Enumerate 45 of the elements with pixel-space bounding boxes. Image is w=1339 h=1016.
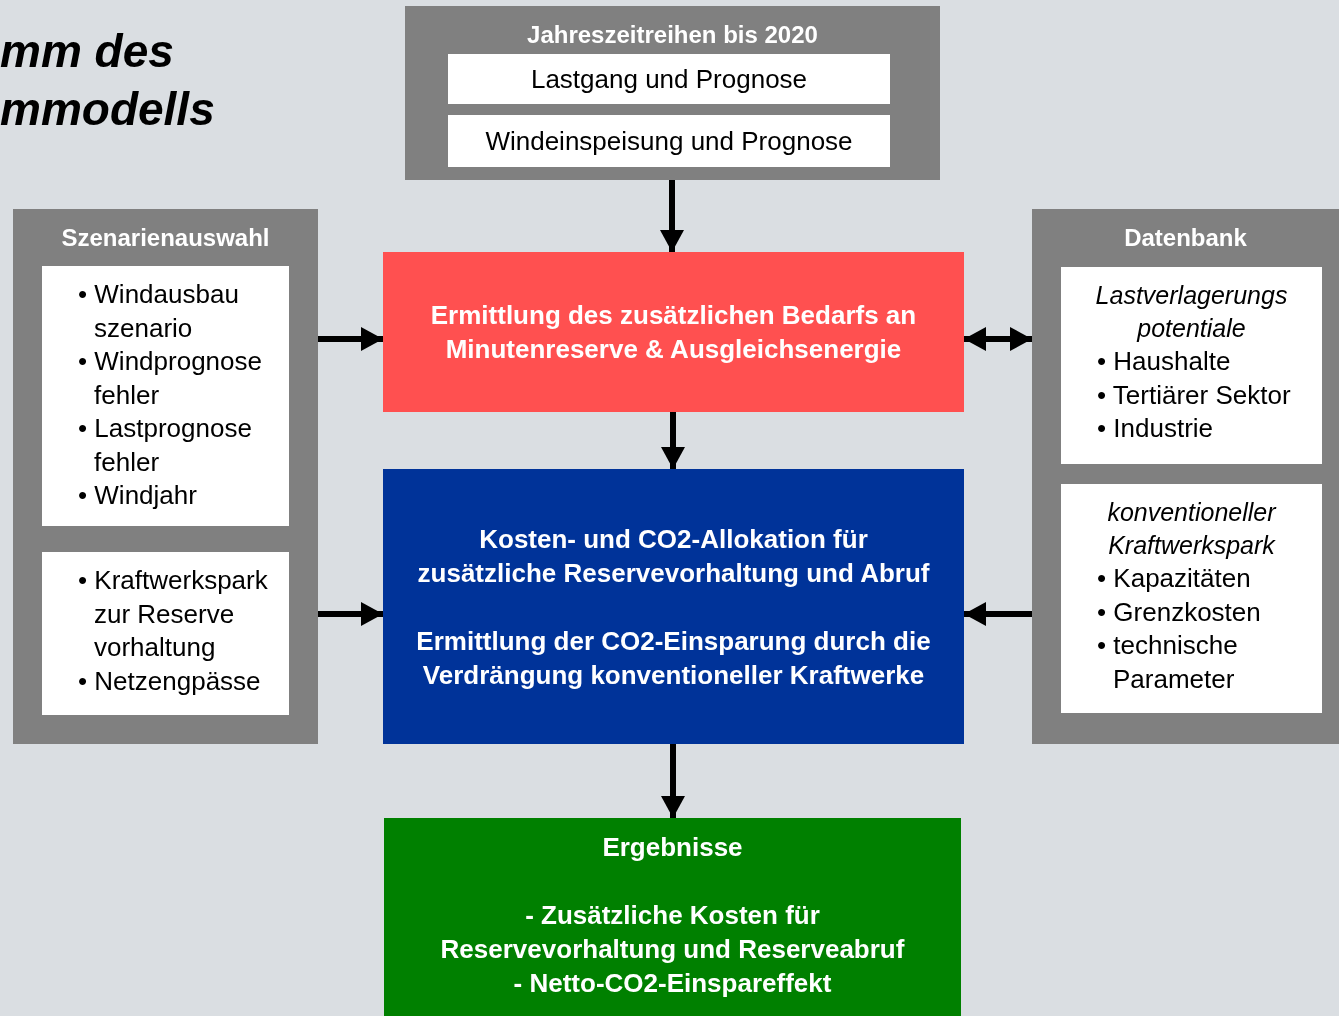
panel-heading: Datenbank bbox=[1123, 223, 1248, 253]
panel-heading: Jahreszeitreihen bis 2020 bbox=[526, 20, 819, 50]
list-box bbox=[1061, 484, 1322, 713]
box-text: Kosten- und CO2-Allokation für zusätzliche Reservevorhaltung und Abruf bbox=[416, 522, 931, 590]
data-box bbox=[448, 54, 890, 104]
list-item: • Netzengpässe bbox=[78, 664, 262, 698]
box-text: Lastgang und Prognose bbox=[530, 64, 808, 94]
arrow bbox=[661, 412, 685, 469]
list-item: • Lastprognose fehler bbox=[78, 412, 253, 479]
scenario-panel bbox=[13, 209, 318, 744]
arrow bbox=[964, 602, 1032, 626]
list-item: • Windausbau szenario bbox=[78, 278, 240, 345]
list-item: • technische Parameter bbox=[1097, 629, 1239, 696]
box-text: - Zusätzliche Kosten für Reservevorhaltung und Reserveabruf bbox=[439, 899, 906, 966]
box-text: Windeinspeisung und Prognose bbox=[485, 126, 853, 156]
process-box bbox=[383, 469, 964, 744]
database-panel bbox=[1032, 209, 1339, 744]
list-item: • Kraftwerkspark zur Reserve vorhaltung bbox=[78, 564, 269, 664]
list-item: • Tertiärer Sektor bbox=[1097, 378, 1292, 412]
list-item: • Windprognose fehler bbox=[78, 345, 263, 412]
list-item: • Grenzkosten bbox=[1097, 595, 1262, 629]
list-item: • Industrie bbox=[1097, 412, 1215, 445]
list-box bbox=[1061, 267, 1322, 464]
arrow bbox=[661, 744, 685, 818]
process-box bbox=[383, 252, 964, 412]
list-item: • Haushalte bbox=[1097, 345, 1232, 378]
list-heading: Lastverlagerungs potentiale bbox=[1094, 280, 1289, 344]
box-text: - Netto-CO2-Einspareffekt bbox=[513, 967, 832, 1000]
panel-heading: Szenarienauswahl bbox=[60, 223, 271, 253]
box-text: Ergebnisse bbox=[602, 831, 743, 864]
arrow bbox=[660, 180, 684, 252]
list-item: • Kapazitäten bbox=[1097, 562, 1252, 595]
box-text: Ermittlung der CO2-Einsparung durch die Verdrängung konventioneller Kraftwerke bbox=[415, 624, 932, 692]
list-item: • Windjahr bbox=[78, 479, 198, 512]
list-heading: konventioneller Kraftwerkspark bbox=[1106, 497, 1278, 561]
title: mm des mmodells bbox=[0, 24, 216, 137]
arrow bbox=[318, 327, 383, 351]
list-box bbox=[42, 266, 289, 526]
list-box bbox=[42, 552, 289, 715]
box-text: Ermittlung des zusätzlichen Bedarfs an Minutenreserve & Ausgleichsenergie bbox=[429, 299, 918, 366]
result-box bbox=[384, 818, 961, 1016]
data-box bbox=[448, 115, 890, 167]
input-panel bbox=[405, 6, 940, 180]
arrow bbox=[964, 327, 1032, 351]
arrow bbox=[318, 602, 383, 626]
